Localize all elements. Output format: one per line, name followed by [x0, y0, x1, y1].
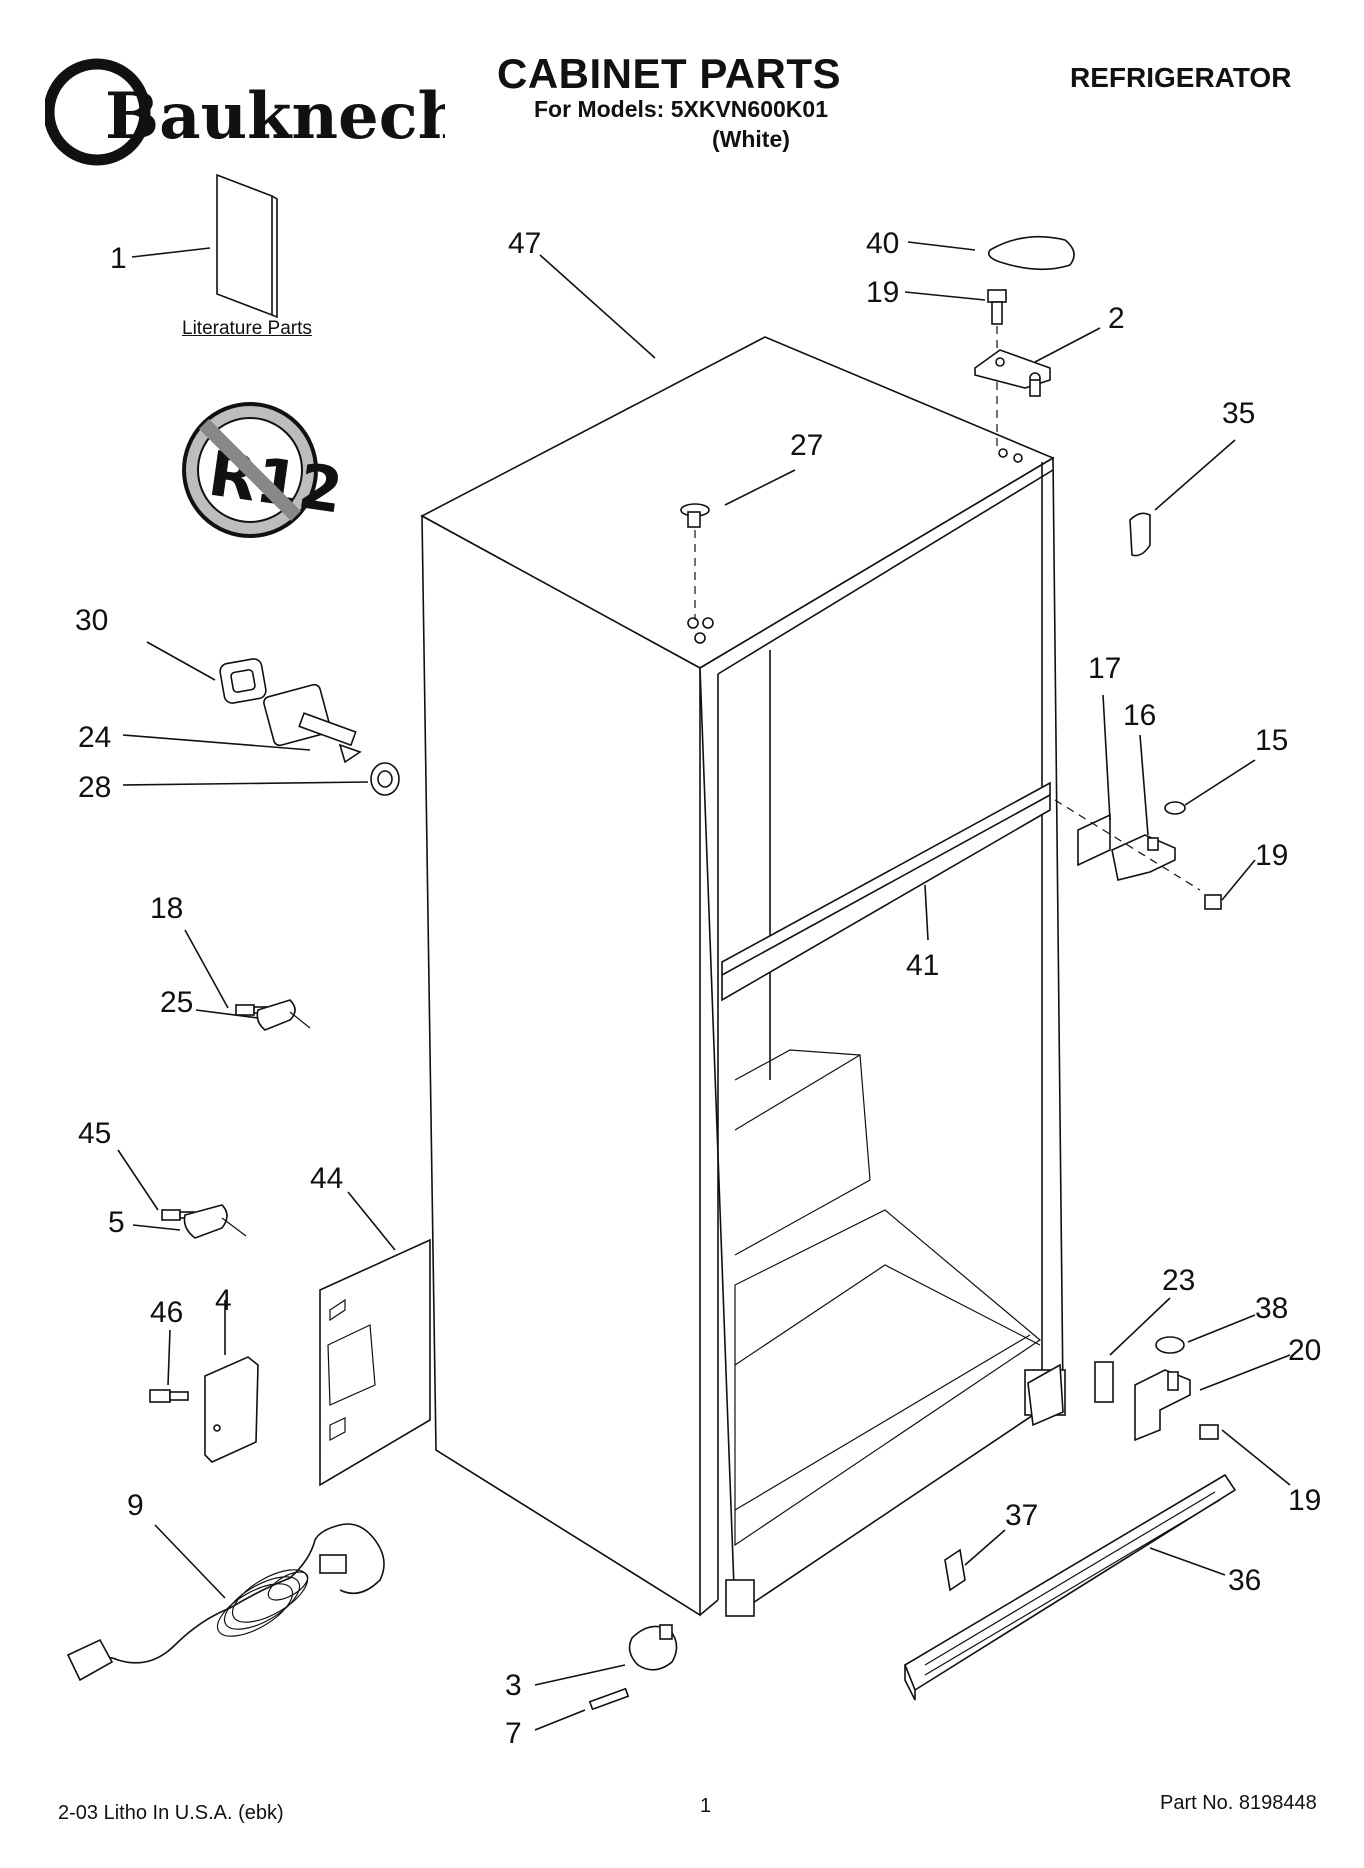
hinge-pin-icon: [588, 1624, 678, 1711]
callout-36: 36: [1228, 1564, 1261, 1597]
callout-37: 37: [1005, 1499, 1038, 1532]
washer-28-icon: [370, 762, 400, 796]
callout-3: 3: [505, 1669, 522, 1702]
page-number: 1: [700, 1795, 712, 1817]
divider-rail: [721, 781, 1051, 1002]
callout-9: 9: [127, 1489, 144, 1522]
callout-44: 44: [310, 1162, 343, 1195]
callout-41: 41: [906, 949, 939, 982]
literature-parts-label: Literature Parts: [182, 318, 312, 339]
model-color: (White): [712, 126, 790, 152]
screw-19-top-icon: [987, 289, 1007, 450]
callout-17: 17: [1088, 652, 1121, 685]
callout-leaders: [117, 241, 1291, 1731]
bottom-hinge-icon: [1094, 1336, 1219, 1442]
power-cord-icon: [66, 1523, 385, 1682]
callout-19-bottom: 19: [1288, 1484, 1321, 1517]
cabinet-shell: [420, 336, 1066, 1617]
model-number: For Models: 5XKVN600K01: [534, 96, 828, 122]
clip-screw-18-icon: [235, 999, 311, 1031]
callout-28: 28: [78, 771, 111, 804]
callout-27: 27: [790, 429, 823, 462]
callout-38: 38: [1255, 1292, 1288, 1325]
toe-grille-icon: [904, 1473, 1237, 1701]
callout-24: 24: [78, 721, 111, 754]
cover-plate-icon: [149, 1356, 259, 1463]
callout-7: 7: [505, 1717, 522, 1750]
brand-text: Bauknecht: [105, 79, 445, 154]
callout-5: 5: [108, 1206, 125, 1239]
hinge-cover-icon: [987, 235, 1075, 271]
callout-46: 46: [150, 1296, 183, 1329]
callout-19-center: 19: [1255, 839, 1288, 872]
center-hinge-icon: [1054, 799, 1222, 910]
callout-25: 25: [160, 986, 193, 1019]
shaft-assembly-icon: [263, 683, 362, 764]
no-r12-symbol-icon: R12: [182, 402, 347, 538]
callout-35: 35: [1222, 397, 1255, 430]
callout-18: 18: [150, 892, 183, 925]
callout-2: 2: [1108, 302, 1125, 335]
clip-screw-45-icon: [161, 1204, 247, 1239]
callout-40: 40: [866, 227, 899, 260]
litho-footer: 2-03 Litho In U.S.A. (ebk): [58, 1802, 284, 1824]
grille-clip-icon: [944, 1548, 966, 1592]
callout-19-top: 19: [866, 276, 899, 309]
callout-16: 16: [1123, 699, 1156, 732]
gasket-icon: [219, 658, 267, 704]
page-title: CABINET PARTS: [497, 50, 842, 97]
literature-booklet-icon: [216, 173, 278, 319]
callout-numbers: 1 47 40 19 2 35 27 30 24 28 17 16 15 19 …: [75, 227, 1321, 1750]
callout-23: 23: [1162, 1264, 1195, 1297]
top-hinge-icon: [974, 349, 1051, 397]
callout-4: 4: [215, 1284, 232, 1317]
callout-20: 20: [1288, 1334, 1321, 1367]
appliance-type: REFRIGERATOR: [1070, 62, 1292, 93]
bauknecht-logo: Bauknecht: [45, 58, 445, 166]
plug-27-icon: [680, 503, 710, 620]
callout-30: 30: [75, 604, 108, 637]
callout-15: 15: [1255, 724, 1288, 757]
callout-47: 47: [508, 227, 541, 260]
callout-1: 1: [110, 242, 127, 275]
back-panel-icon: [319, 1238, 431, 1487]
hinge-trim-icon: [1129, 512, 1151, 557]
callout-45: 45: [78, 1117, 111, 1150]
part-number: Part No. 8198448: [1160, 1792, 1317, 1814]
